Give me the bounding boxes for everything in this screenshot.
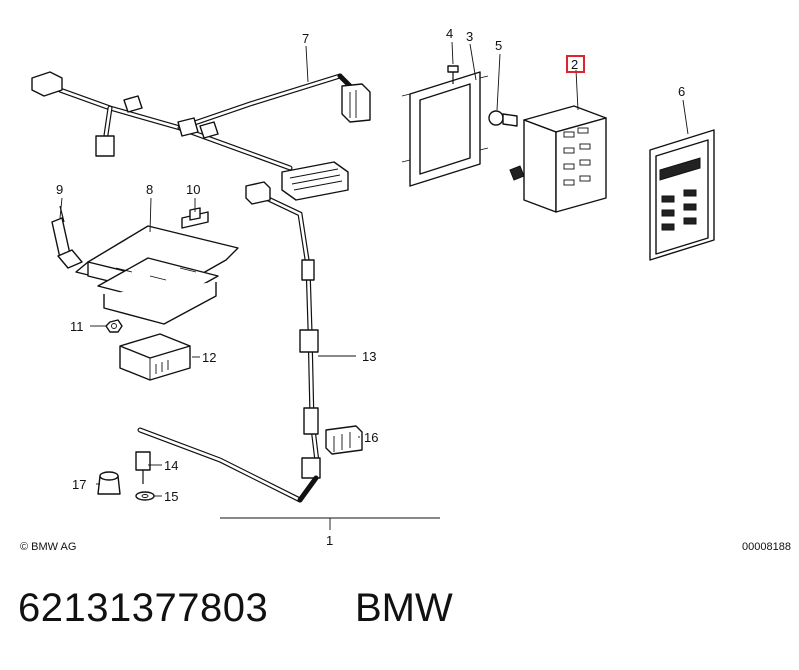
clip-part bbox=[181, 207, 209, 229]
callout-3: 3 bbox=[466, 29, 473, 44]
brand-name: BMW bbox=[355, 586, 453, 630]
callout-7: 7 bbox=[302, 31, 309, 46]
antenna-cable-part bbox=[137, 181, 321, 503]
plug-connector-part bbox=[325, 425, 363, 455]
callout-1: 1 bbox=[326, 533, 333, 548]
bulb-holder-part bbox=[488, 110, 518, 127]
callout-11: 11 bbox=[70, 319, 84, 334]
callout-8: 8 bbox=[146, 182, 153, 197]
callout-5: 5 bbox=[495, 38, 502, 53]
leader-lines bbox=[59, 41, 689, 530]
callout-14: 14 bbox=[164, 458, 178, 473]
l-bracket-part bbox=[51, 205, 83, 269]
diagram-number: 00008188 bbox=[742, 541, 791, 553]
part-number: 62131377803 bbox=[18, 586, 269, 630]
wiring-harness-part bbox=[31, 71, 371, 201]
panel-part bbox=[649, 129, 715, 261]
socket-part bbox=[135, 451, 151, 484]
control-unit-part bbox=[509, 105, 607, 213]
frame-part bbox=[401, 71, 489, 187]
callout-12: 12 bbox=[202, 350, 216, 365]
callout-17: 17 bbox=[72, 477, 86, 492]
callout-13: 13 bbox=[362, 349, 376, 364]
callout-2: 2 bbox=[571, 57, 578, 72]
callout-15: 15 bbox=[164, 489, 178, 504]
screw-part bbox=[447, 65, 459, 84]
callout-10: 10 bbox=[186, 182, 200, 197]
callout-2-highlight bbox=[566, 55, 585, 73]
nut-part bbox=[105, 319, 123, 333]
callout-6: 6 bbox=[678, 84, 685, 99]
mounting-bracket-part bbox=[75, 225, 239, 325]
callout-4: 4 bbox=[446, 26, 453, 41]
callout-9: 9 bbox=[56, 182, 63, 197]
grommet-part bbox=[97, 471, 121, 495]
relay-box-part bbox=[119, 333, 191, 381]
washer-part bbox=[135, 491, 155, 501]
callout-16: 16 bbox=[364, 430, 378, 445]
copyright-notice: © BMW AG bbox=[20, 541, 77, 553]
